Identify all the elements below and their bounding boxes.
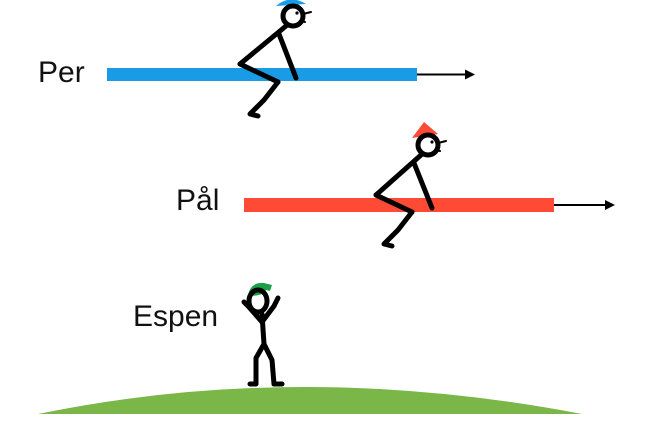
pal-leg-upper <box>373 192 415 215</box>
espen-figure <box>241 282 285 387</box>
per-nose <box>302 11 312 15</box>
ground-hill <box>38 387 582 414</box>
pal-head <box>415 132 441 158</box>
per-leg-lower <box>247 79 281 119</box>
per-arm <box>276 31 299 81</box>
pal-label: Pål <box>176 184 220 217</box>
pal-mouth <box>435 149 441 152</box>
espen-arm-right <box>259 295 281 325</box>
per-label: Per <box>38 56 85 89</box>
pal-nose <box>437 140 447 144</box>
espen-arm-left <box>241 299 265 325</box>
per-eye <box>295 11 299 15</box>
espen-torso <box>259 311 267 347</box>
espen-leg-right <box>261 341 285 387</box>
arrow-right-icon <box>465 69 475 80</box>
per-group <box>107 0 475 119</box>
per-leg-upper <box>237 61 281 85</box>
espen-leg-left <box>247 341 267 387</box>
espen-label: Espen <box>133 300 219 333</box>
espen-head <box>246 287 270 315</box>
pal-figure <box>373 122 447 249</box>
arrow-right-icon <box>605 200 615 210</box>
pal-eye <box>430 140 434 144</box>
pal-group <box>244 122 615 249</box>
per-head <box>280 3 306 29</box>
pal-leg-lower <box>381 209 415 249</box>
per-cap-icon <box>276 0 306 6</box>
per-mouth <box>300 20 306 23</box>
per-figure <box>237 0 312 119</box>
pal-arm <box>411 160 435 211</box>
